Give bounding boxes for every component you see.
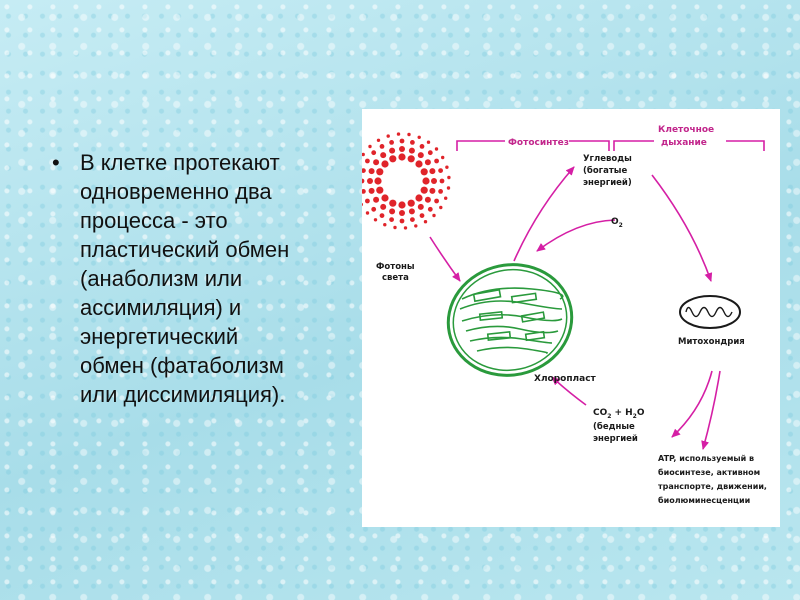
photons-label-line2: света [382,273,409,283]
respiration-bracket-right [726,140,765,151]
carbohydrates-label-line1: Углеводы [583,154,632,164]
photons-label-line1: Фотоны [376,262,415,272]
arrow-mitochondria-to-atp [701,370,721,450]
atp-label-line4: биолюминесценции [658,495,750,505]
sun-icon [362,132,451,230]
respiration-label-line1: Клеточное [658,125,714,135]
cycle-arrows [429,166,721,450]
photosynthesis-bracket-left [456,140,505,151]
chloroplast-icon [446,263,574,377]
co2-h2o-label: CO2+ H2O [593,408,645,420]
arrow-oxygen-to-chloroplast [536,219,616,252]
metabolism-diagram: Фотосинтез Клеточное дыхание Фотоны свет… [362,109,780,527]
arrow-mitochondria-to-co2 [671,370,713,438]
arrow-co2-to-chloroplast [551,376,587,406]
chloroplast-label: Хлоропласт [534,374,597,384]
oxygen-label: O2 [611,217,623,229]
top-brackets [456,140,765,151]
mitochondria-label: Митохондрия [678,337,745,347]
photosynthesis-bracket-right [569,140,610,151]
respiration-bracket-left [613,140,654,151]
carbohydrates-label-line2: (богатые [583,165,627,176]
diagram-svg: Фотосинтез Клеточное дыхание Фотоны свет… [362,125,767,505]
arrow-carbohydrates-to-mitochondria [651,174,713,282]
atp-label-line2: биосинтезе, активном [658,467,760,477]
poor-energy-line1: (бедные [593,421,635,432]
bullet-marker: • [52,150,60,175]
arrow-chloroplast-to-carbohydrates [513,166,575,262]
slide-paragraph: В клетке протекают одновременно два проц… [80,150,290,407]
photosynthesis-label: Фотосинтез [508,138,569,148]
poor-energy-line2: энергией [593,434,638,444]
atp-label-line1: ATP, используемый в [658,454,754,463]
respiration-label-line2: дыхание [661,138,707,148]
carbohydrates-label-line3: энергией) [583,178,632,188]
arrow-photons-to-chloroplast [429,236,461,282]
atp-label-line3: транспорте, движении, [658,482,767,491]
mitochondria-icon [679,295,741,329]
